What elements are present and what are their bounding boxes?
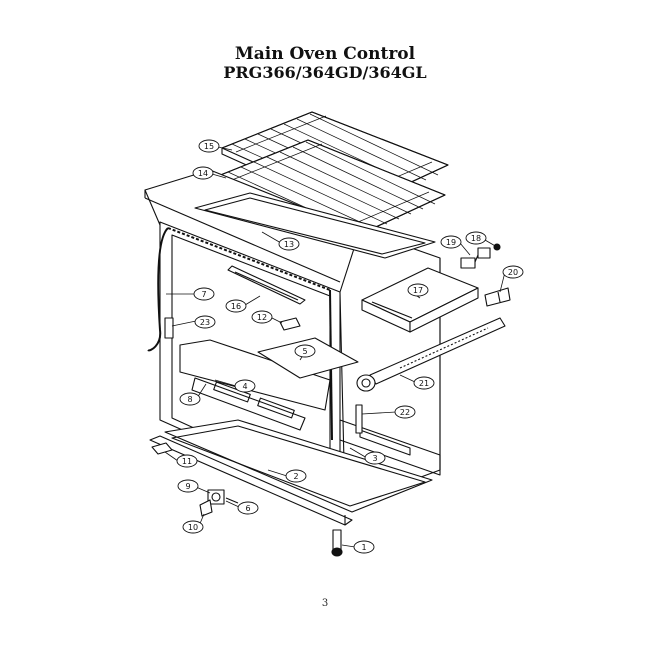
valve-assembly-18-19	[460, 243, 501, 269]
callout-label: 12	[257, 313, 267, 322]
callout-label: 10	[188, 523, 198, 532]
callout-label: 17	[413, 286, 423, 295]
callout-7: 7	[193, 287, 215, 301]
callout-3: 3	[364, 451, 386, 465]
callout-9: 9	[177, 479, 199, 493]
callout-23: 23	[194, 315, 216, 329]
callout-label: 15	[204, 142, 214, 151]
oven-rack-lower	[217, 139, 446, 245]
callout-label: 2	[293, 472, 298, 481]
callout-16: 16	[225, 299, 247, 313]
callout-18: 18	[465, 231, 487, 245]
callout-11: 11	[176, 454, 198, 468]
callout-2: 2	[285, 469, 307, 483]
callout-label: 3	[372, 454, 377, 463]
callout-label: 21	[419, 379, 429, 388]
callout-1: 1	[353, 540, 375, 554]
callout-19: 19	[440, 235, 462, 249]
igniter-part-16	[227, 265, 306, 305]
callout-label: 19	[446, 238, 456, 247]
leveling-leg-1	[331, 529, 343, 557]
callout-label: 14	[198, 169, 208, 178]
callout-label: 1	[361, 543, 366, 552]
callout-8-upper: 8	[179, 392, 201, 406]
page-number: 3	[321, 598, 329, 609]
callout-label: 22	[400, 408, 410, 417]
model-numbers: PRG366/364GD/364GL	[223, 63, 427, 82]
callout-15: 15	[198, 139, 220, 153]
callout-label: 6	[245, 504, 250, 513]
callout-12: 12	[251, 310, 273, 324]
gas-valve-assembly	[199, 489, 239, 517]
callout-22: 22	[394, 405, 416, 419]
callout-label: 18	[471, 234, 481, 243]
callout-label: 4	[242, 382, 247, 391]
callout-5: 5	[294, 344, 316, 358]
callout-label: 13	[284, 240, 294, 249]
callout-14: 14	[192, 166, 214, 180]
callout-20: 20	[502, 265, 524, 279]
callout-10: 10	[182, 520, 204, 534]
callout-label: 11	[182, 457, 192, 466]
callout-label: 8	[187, 395, 192, 404]
callout-label: 5	[302, 347, 307, 356]
callout-label: 9	[185, 482, 190, 491]
callout-4: 4	[234, 379, 256, 393]
callout-21: 21	[413, 376, 435, 390]
callout-label: 16	[231, 302, 241, 311]
callout-6: 6	[237, 501, 259, 515]
callout-17: 17	[407, 283, 429, 297]
burner-tube-21	[356, 317, 506, 392]
callout-13: 13	[278, 237, 300, 251]
callout-label: 23	[200, 318, 210, 327]
oven-cabinet	[144, 169, 441, 526]
diagram-title: Main Oven Control	[234, 44, 416, 64]
bracket-20	[484, 287, 511, 307]
callout-label: 7	[201, 290, 206, 299]
callout-label: 20	[508, 268, 518, 277]
